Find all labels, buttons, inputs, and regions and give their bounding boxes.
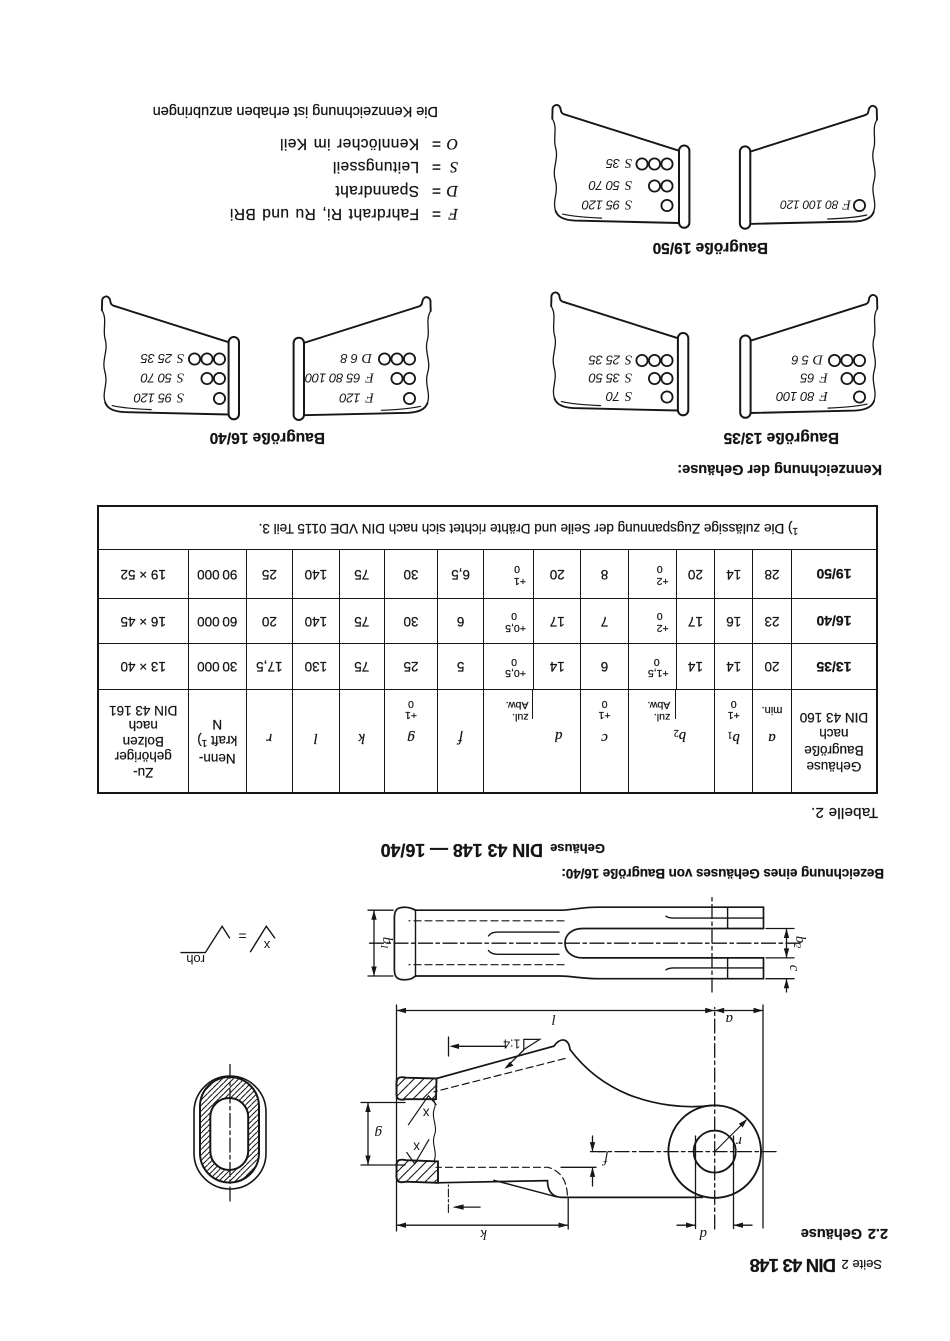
- svg-text:x: x: [263, 938, 270, 953]
- svg-text:=: =: [238, 928, 246, 944]
- svg-text:f: f: [602, 1151, 608, 1167]
- svg-text:c: c: [786, 965, 802, 972]
- svg-text:F120: F120: [339, 390, 375, 406]
- svg-text:b1: b1: [378, 937, 395, 949]
- svg-text:1:4: 1:4: [503, 1037, 520, 1051]
- svg-text:F65 80 100: F65 80 100: [304, 370, 375, 386]
- svg-text:k: k: [480, 1226, 487, 1242]
- svg-text:g: g: [374, 1125, 382, 1141]
- svg-text:S25 35: S25 35: [588, 352, 632, 368]
- svg-text:x: x: [423, 1106, 430, 1121]
- svg-text:S25 35: S25 35: [140, 350, 184, 366]
- svg-text:x: x: [413, 1140, 420, 1155]
- svg-text:D5 6: D5 6: [791, 352, 824, 368]
- svg-text:S95 120: S95 120: [581, 197, 632, 213]
- svg-text:roh: roh: [186, 952, 205, 967]
- svg-text:F80 100 120: F80 100 120: [780, 197, 852, 212]
- svg-text:F65: F65: [800, 370, 829, 386]
- svg-text:S95 120: S95 120: [133, 390, 184, 406]
- svg-text:b2: b2: [791, 936, 808, 948]
- svg-text:r: r: [736, 1133, 742, 1149]
- svg-text:a: a: [726, 1011, 734, 1027]
- svg-text:S35: S35: [605, 155, 632, 171]
- svg-text:S50 70: S50 70: [140, 370, 184, 386]
- svg-text:S50 70: S50 70: [588, 177, 632, 193]
- svg-text:S70: S70: [605, 388, 632, 404]
- svg-text:l: l: [552, 1011, 556, 1027]
- svg-text:D6 8: D6 8: [340, 350, 373, 366]
- svg-text:S35 50: S35 50: [588, 370, 632, 386]
- svg-text:F80 100: F80 100: [775, 388, 829, 404]
- svg-text:d: d: [699, 1226, 707, 1242]
